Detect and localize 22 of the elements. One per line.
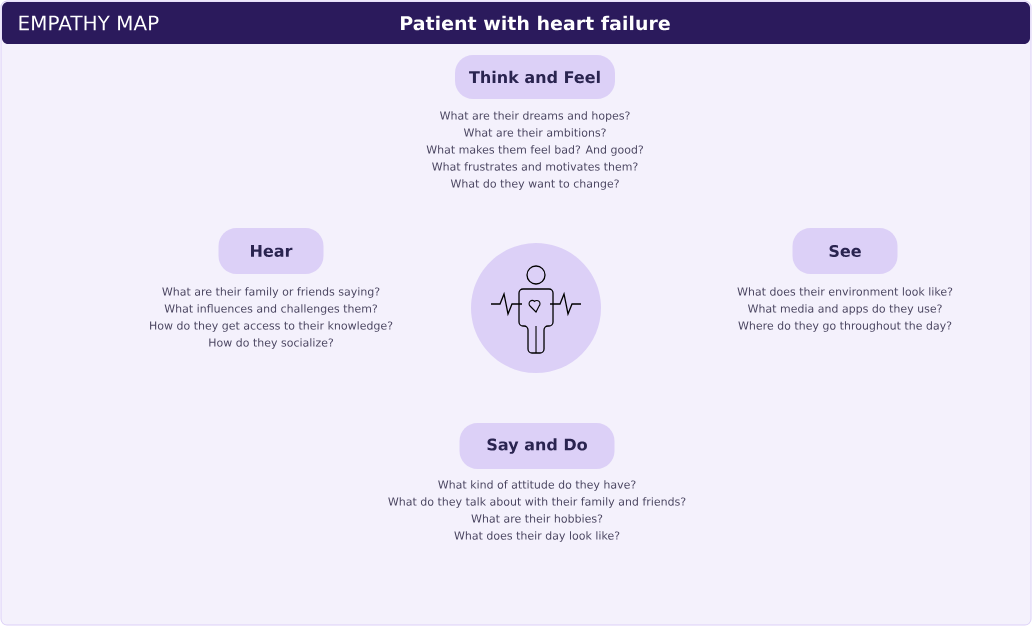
question-list: What does their environment look like? What media and apps do they use? Where do they go throughout the day? xyxy=(737,287,953,332)
icon-circle xyxy=(471,243,601,373)
node-label: What are their ambitions? xyxy=(463,128,606,137)
node-label: What influences and challenges them? xyxy=(164,304,377,315)
heading-pill: Say and Do xyxy=(459,423,615,469)
question-list: What are their dreams and hopes? What are their ambitions? What makes them feel bad? And good? What frustrates and motivates them? What do they want to change? xyxy=(426,111,643,190)
node-label: What frustrates and motivates them? xyxy=(432,162,638,171)
title: EMPATHY MAP xyxy=(19,15,159,31)
node-label: What kind of attitude do they have? xyxy=(438,480,636,491)
question-list: What are their family or friends saying? What influences and challenges them? How do they get access to their knowledge? How do they socialize? xyxy=(150,287,393,349)
node-label: What do they want to change? xyxy=(450,179,619,190)
node-label: How do they socialize? xyxy=(209,338,334,349)
node-label: What are their hobbies? xyxy=(471,514,603,523)
node-label: What does their day look like? xyxy=(454,531,620,542)
node-label: What are their family or friends saying? xyxy=(162,287,380,298)
node-label: How do they get access to their knowledge? xyxy=(150,321,393,332)
question-list: What kind of attitude do they have? What do they talk about with their family and friends? What are their hobbies? What does their day look like? xyxy=(388,480,686,542)
subtitle: Patient with heart failure xyxy=(401,15,670,31)
heading-pill: Think and Feel xyxy=(455,55,615,99)
node-label: What makes them feel bad? And good? xyxy=(426,145,643,156)
node-label: What do they talk about with their family and friends? xyxy=(388,497,686,508)
node-label: What are their dreams and hopes? xyxy=(440,111,630,122)
